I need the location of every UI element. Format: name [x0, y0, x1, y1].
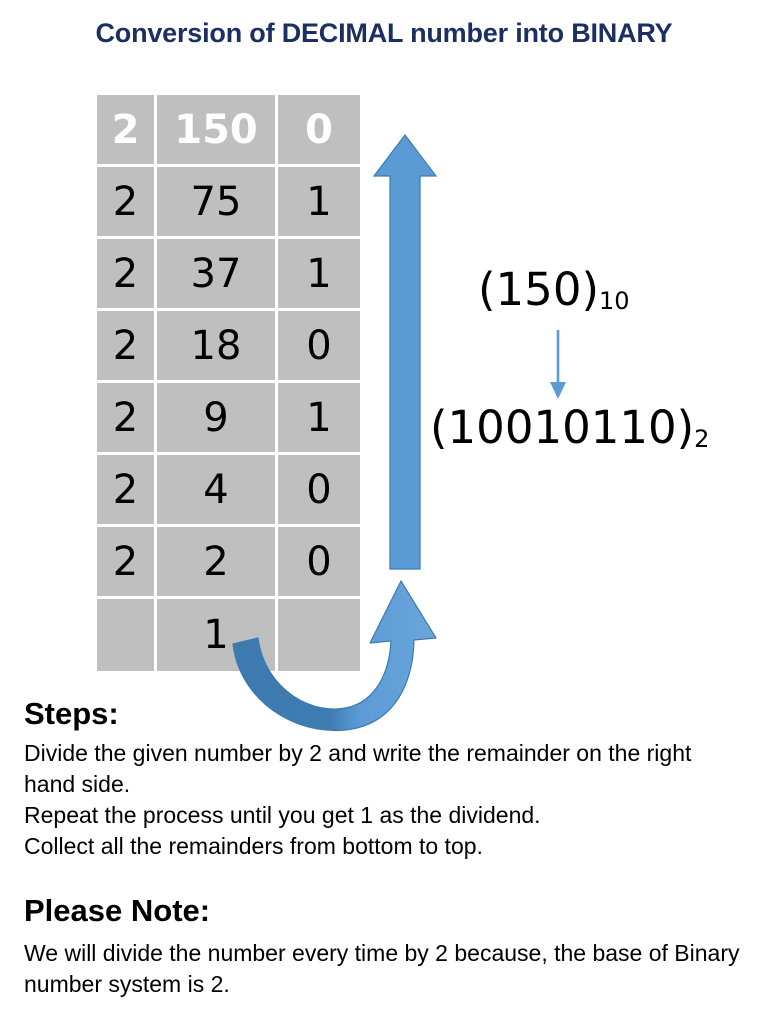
page-title: Conversion of DECIMAL number into BINARY	[95, 18, 673, 48]
table-cell-remainder: 0	[278, 311, 360, 383]
table-cell-remainder: 1	[278, 383, 360, 455]
table-cell-dividend: 37	[157, 239, 278, 311]
table-cell-divisor: 2	[97, 527, 157, 599]
decimal-main: (150)	[478, 263, 600, 316]
decimal-value: (150)10	[478, 267, 630, 315]
table-cell-divisor: 2	[97, 95, 157, 167]
text-line: We will divide the number every time by …	[24, 940, 740, 998]
table-cell-divisor: 2	[97, 167, 157, 239]
table-cell-divisor: 2	[97, 455, 157, 527]
table-cell-remainder: 1	[278, 239, 360, 311]
table-cell-dividend: 9	[157, 383, 278, 455]
note-body: We will divide the number every time by …	[24, 938, 744, 1000]
table-cell-divisor: 2	[97, 239, 157, 311]
note-heading: Please Note:	[24, 893, 211, 928]
table-cell-divisor	[97, 599, 157, 671]
table-cell-dividend: 75	[157, 167, 278, 239]
table-cell-remainder: 1	[278, 167, 360, 239]
up-arrow-icon	[372, 133, 438, 571]
steps-heading: Steps:	[24, 696, 119, 731]
binary-base: 2	[694, 425, 710, 453]
steps-body: Divide the given number by 2 and write t…	[24, 738, 744, 862]
text-line: Divide the given number by 2 and write t…	[24, 740, 692, 798]
decimal-base: 10	[599, 287, 630, 315]
binary-value: (10010110)2	[430, 405, 710, 453]
table-cell-remainder: 0	[278, 527, 360, 599]
table-cell-dividend: 150	[157, 95, 278, 167]
down-arrow-icon	[543, 330, 573, 400]
table-cell-dividend: 18	[157, 311, 278, 383]
table-cell-divisor: 2	[97, 311, 157, 383]
binary-main: (10010110)	[430, 401, 695, 454]
text-line: Collect all the remainders from bottom t…	[24, 833, 483, 860]
table-cell-dividend: 4	[157, 455, 278, 527]
table-cell-divisor: 2	[97, 383, 157, 455]
curved-sweep-arrow-icon	[215, 568, 450, 743]
table-cell-remainder: 0	[278, 95, 360, 167]
text-line: Repeat the process until you get 1 as th…	[24, 802, 541, 829]
table-cell-remainder: 0	[278, 455, 360, 527]
table-cell-dividend: 2	[157, 527, 278, 599]
table-cell-remainder	[278, 599, 360, 671]
